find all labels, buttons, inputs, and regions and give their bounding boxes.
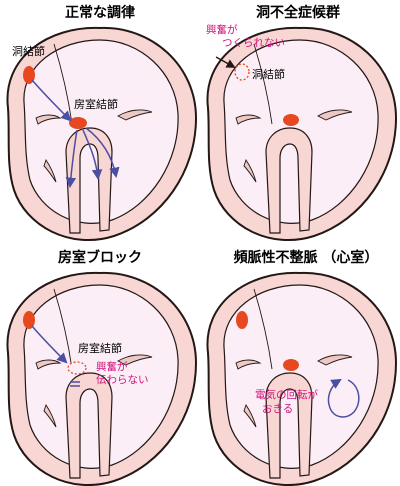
heart-illustration (206, 26, 397, 242)
sa-node (23, 66, 35, 84)
annotation-line-1: 電気の回転が (255, 388, 318, 401)
av-node (283, 359, 299, 371)
panel-title: 頻脈性不整脈 （心室） (234, 249, 379, 266)
sa-node (236, 311, 248, 329)
panel-normal-rhythm: 正常な調律 洞結節 房室結節 (6, 4, 198, 242)
av-node (283, 114, 299, 126)
pointer-arrow (215, 56, 236, 68)
conduction-arrow (85, 127, 120, 179)
sa-node (23, 311, 35, 329)
heart-illustration (206, 271, 397, 486)
av-node (69, 117, 87, 129)
sa-node-label: 洞結節 (12, 44, 45, 58)
annotation-line-2: 伝わらない (96, 374, 149, 386)
inactive-sa-node (234, 63, 250, 81)
blocked-av-node (67, 361, 87, 375)
annotation-line-2: つくられない (222, 37, 285, 49)
reentry-circuit-arrow (327, 378, 360, 418)
conduction-arrow (31, 79, 72, 122)
panel-sick-sinus-syndrome: 洞不全症候群 興奮が つくられない 洞結節 (206, 4, 397, 242)
annotation-line-2: おきる (262, 403, 293, 415)
panel-ventricular-tachyarrhythmia: 頻脈性不整脈 （心室） 電気の回転が おきる (206, 249, 397, 486)
block-mark (70, 381, 80, 387)
panel-title: 洞不全症候群 (256, 4, 340, 21)
conduction-arrow (31, 325, 68, 364)
av-node-label: 房室結節 (74, 97, 118, 111)
av-node-label: 房室結節 (78, 341, 122, 355)
panel-title: 房室ブロック (58, 249, 142, 266)
sa-node-label: 洞結節 (252, 67, 285, 81)
conduction-arrow (82, 129, 103, 181)
heart-illustration (6, 26, 198, 242)
annotation-line-1: 興奮が (206, 23, 238, 36)
annotation-line-1: 興奮が (96, 360, 128, 373)
panel-title: 正常な調律 (65, 4, 135, 21)
panel-av-block: 房室ブロック 房室結節 興奮が 伝わらない (6, 249, 198, 486)
conduction-arrow (65, 129, 78, 189)
